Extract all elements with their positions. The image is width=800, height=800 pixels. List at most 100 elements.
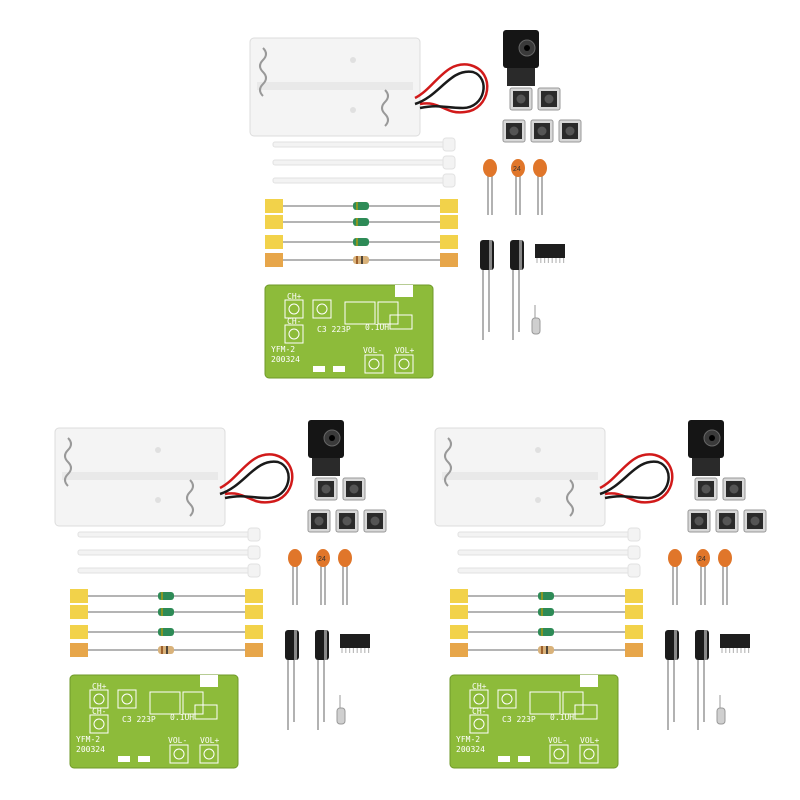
pcb-silk-label: CH+ <box>287 292 302 301</box>
pcb-silk-label: CH+ <box>472 682 487 691</box>
cable-tie <box>272 155 456 170</box>
tactile-buttons <box>502 87 582 143</box>
pcb-silk-label: VOL+ <box>580 736 599 745</box>
pcb-silk-label: VOL- <box>363 346 382 355</box>
pcb-silk-label: 0.1UH <box>170 713 194 722</box>
tact-switch <box>509 87 533 111</box>
ceramic-capacitors: 24 <box>668 549 732 605</box>
cable-tie <box>457 527 641 542</box>
resistor-on-tape <box>70 643 263 657</box>
electrolytic-capacitor <box>285 630 299 730</box>
battery-holder <box>54 427 226 527</box>
pcb-button-footprint <box>579 744 599 764</box>
electrolytic-capacitors <box>665 630 709 730</box>
pcb-silk-label: VOL- <box>168 736 187 745</box>
ceramic-capacitor <box>338 549 352 605</box>
electrolytic-capacitor <box>315 630 329 730</box>
tactile-buttons <box>687 477 767 533</box>
inductor-on-tape <box>70 589 263 603</box>
inductor-on-tape <box>450 589 643 603</box>
capacitor-marking: 24 <box>513 166 521 173</box>
taped-components <box>70 589 263 657</box>
ceramic-capacitors: 24 <box>288 549 352 605</box>
pcb-button-footprint <box>284 324 304 344</box>
pcb-button-footprint <box>199 744 219 764</box>
tact-switch <box>307 509 331 533</box>
ic-chip <box>535 244 565 263</box>
pcb-button-footprint <box>549 744 569 764</box>
cable-ties <box>272 137 456 188</box>
pcb-button-footprint <box>497 689 517 709</box>
kit-bottom-left: 24 <box>40 410 387 790</box>
tact-switch <box>715 509 739 533</box>
ceramic-capacitor <box>668 549 682 605</box>
tact-switch <box>687 509 711 533</box>
capacitor-marking: 24 <box>318 556 326 563</box>
resistor-on-tape <box>450 643 643 657</box>
ceramic-capacitor <box>483 159 497 215</box>
pcb-silk-label: VOL+ <box>200 736 219 745</box>
kit-bottom-right: 24 <box>420 410 767 790</box>
ceramic-capacitor <box>511 159 525 215</box>
tact-switch <box>537 87 561 111</box>
ceramic-capacitor <box>288 549 302 605</box>
pcb-button-footprint <box>394 354 414 374</box>
pcb-date-label: 200324 <box>456 745 485 754</box>
cable-tie <box>272 137 456 152</box>
ic-chip <box>720 634 750 653</box>
ceramic-capacitors: 24 <box>483 159 547 215</box>
pcb-button-footprint <box>284 299 304 319</box>
inductor-on-tape <box>70 605 263 619</box>
inductor-on-tape <box>450 605 643 619</box>
tact-switch <box>743 509 767 533</box>
pcb-silk-label: CH+ <box>92 682 107 691</box>
ceramic-capacitor <box>696 549 710 605</box>
resistor-on-tape <box>265 253 458 267</box>
ceramic-capacitor <box>718 549 732 605</box>
tactile-buttons <box>307 477 387 533</box>
pcb-silk-label: VOL+ <box>395 346 414 355</box>
inductor-on-tape <box>265 215 458 229</box>
battery-wires <box>414 63 489 114</box>
inductor-on-tape <box>70 625 263 639</box>
tact-switch <box>722 477 746 501</box>
kit-top: 24 <box>235 20 582 400</box>
tact-switch <box>558 119 582 143</box>
pcb-silk-label: 0.1UH <box>550 713 574 722</box>
battery-wires <box>219 453 294 504</box>
electrolytic-capacitor <box>665 630 679 730</box>
inductor-on-tape <box>265 199 458 213</box>
capacitor-marking: 24 <box>698 556 706 563</box>
cable-tie <box>77 545 261 560</box>
pcb-button-footprint <box>469 714 489 734</box>
pcb-board: CH+ CH- C3 223P 0.1UH VOL- VOL+ YFM-2 20… <box>449 674 619 769</box>
tact-switch <box>314 477 338 501</box>
ic-chip <box>340 634 370 653</box>
cable-tie <box>77 563 261 578</box>
headphone-jack <box>503 30 539 86</box>
pcb-board: CH+ CH- C3 223P 0.1UH VOL- VOL+ YFM-2 20… <box>264 284 434 379</box>
pcb-silk-label: CH- <box>472 707 486 716</box>
cable-tie <box>77 527 261 542</box>
cable-tie <box>457 545 641 560</box>
pcb-button-footprint <box>469 689 489 709</box>
pcb-button-footprint <box>117 689 137 709</box>
pcb-silk-label: CH- <box>92 707 106 716</box>
pcb-button-footprint <box>89 689 109 709</box>
ceramic-capacitor <box>533 159 547 215</box>
battery-holder <box>434 427 606 527</box>
pcb-date-label: 200324 <box>76 745 105 754</box>
pcb-board: CH+ CH- C3 223P 0.1UH VOL- VOL+ YFM-2 20… <box>69 674 239 769</box>
headphone-jack <box>308 420 344 476</box>
taped-components <box>265 199 458 267</box>
crystal-oscillator <box>531 305 541 335</box>
pcb-button-footprint <box>169 744 189 764</box>
pcb-date-label: 200324 <box>271 355 300 364</box>
tact-switch <box>530 119 554 143</box>
pcb-silk-label: CH- <box>287 317 301 326</box>
electrolytic-capacitors <box>480 240 524 340</box>
pcb-model-label: YFM-2 <box>76 735 100 744</box>
pcb-button-footprint <box>364 354 384 374</box>
battery-wires <box>599 453 674 504</box>
tact-switch <box>502 119 526 143</box>
